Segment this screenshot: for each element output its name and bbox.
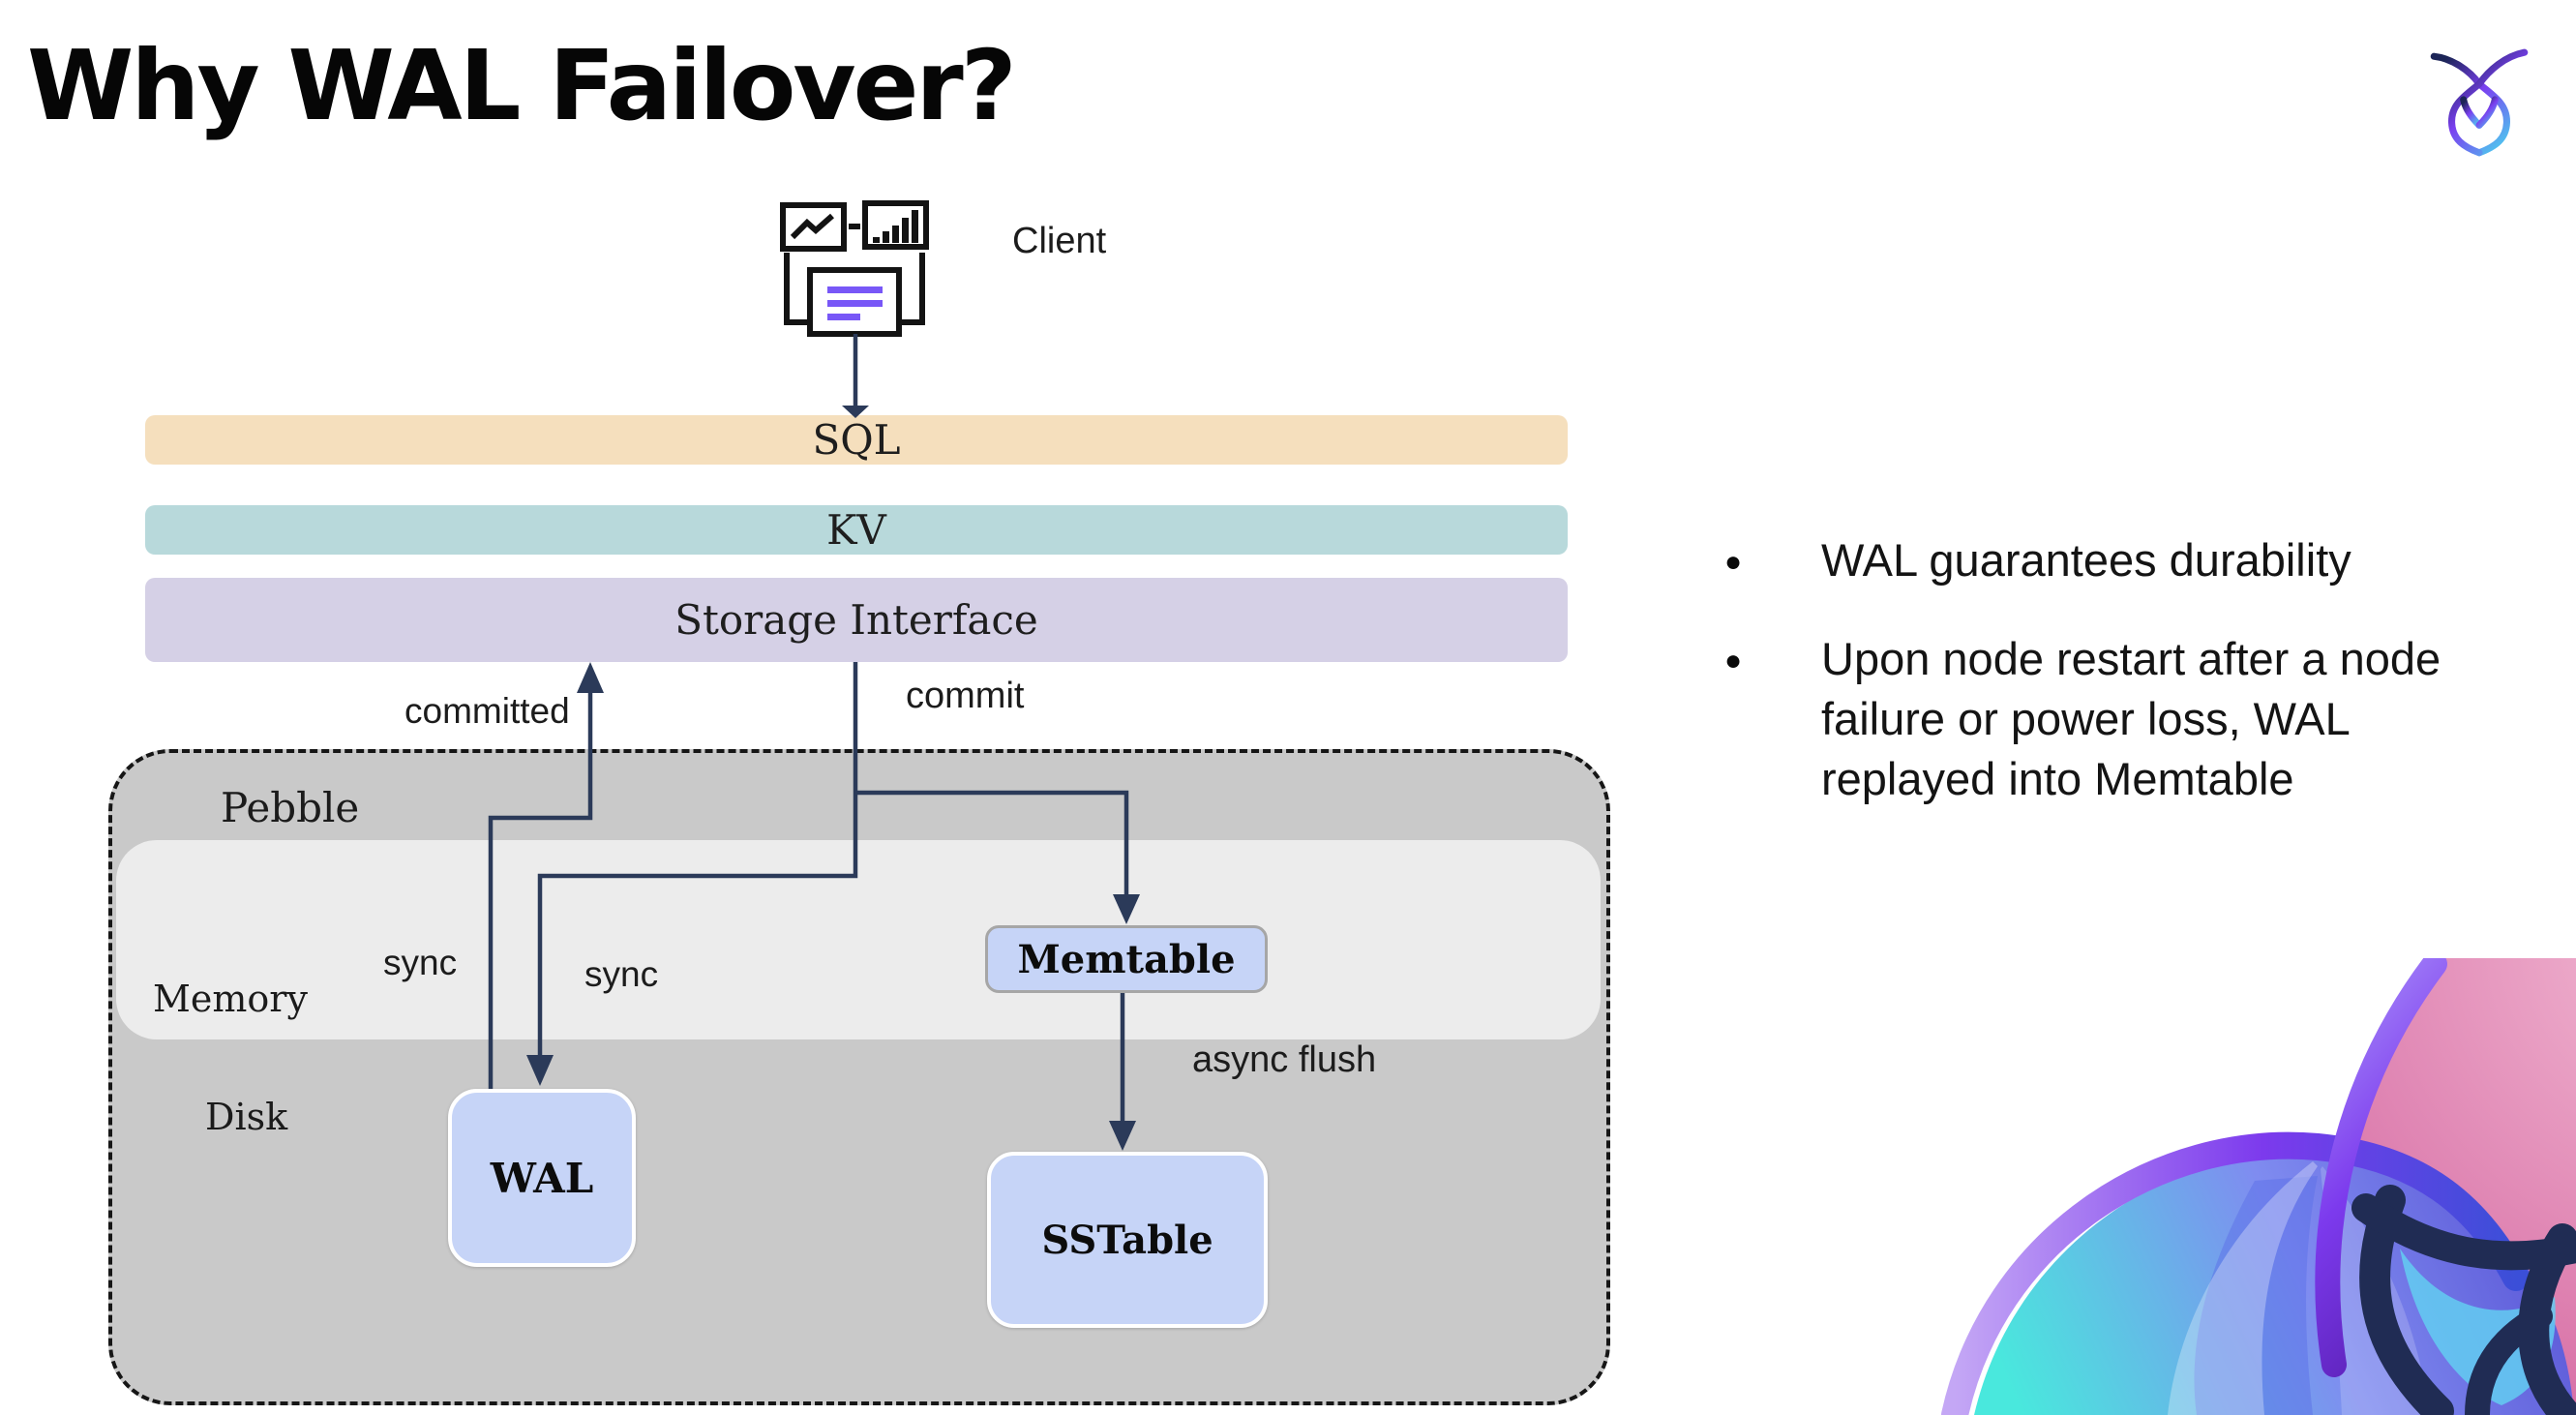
memtable-label: Memtable (1017, 936, 1236, 982)
async-flush-edge-label: async flush (1192, 1039, 1377, 1080)
bullet-dot-icon: ● (1724, 546, 1743, 578)
disk-label: Disk (205, 1096, 288, 1138)
memory-band (116, 840, 1601, 1039)
bullet-list: ● WAL guarantees durability ● Upon node … (1715, 530, 2566, 809)
sstable-label: SSTable (1041, 1217, 1213, 1263)
cockroachdb-logo-icon (2430, 48, 2529, 157)
layer-bar-storage-interface: Storage Interface (145, 578, 1568, 662)
sync-to-wal-edge-label: sync (584, 954, 659, 994)
wal-label: WAL (490, 1154, 594, 1202)
list-item: ● WAL guarantees durability (1715, 530, 2566, 590)
dash-connector (849, 224, 860, 229)
bullet-dot-icon: ● (1724, 645, 1743, 677)
layer-bar-sql: SQL (145, 415, 1568, 465)
bullet-text: Upon node restart after a node failure o… (1821, 633, 2441, 804)
memory-label: Memory (153, 978, 308, 1020)
pebble-label: Pebble (221, 784, 360, 831)
commit-edge-label: commit (906, 676, 1025, 716)
bullet-text: WAL guarantees durability (1821, 534, 2351, 586)
chart-line-icon (780, 202, 847, 252)
arrowhead-into-storage (577, 662, 604, 693)
memtable-node: Memtable (985, 925, 1268, 993)
chart-bar-icon (862, 200, 929, 250)
document-icon (784, 253, 925, 337)
layer-label-sql: SQL (812, 416, 901, 464)
client-label: Client (1012, 221, 1107, 261)
layer-label-storage-interface: Storage Interface (674, 596, 1038, 644)
committed-edge-label: committed (404, 691, 570, 731)
wal-node: WAL (448, 1089, 636, 1267)
cockroachdb-brand-art (1941, 958, 2576, 1415)
list-item: ● Upon node restart after a node failure… (1715, 629, 2566, 809)
sstable-node: SSTable (987, 1152, 1268, 1328)
layer-label-kv: KV (826, 506, 886, 554)
client-app-windows-icon (780, 200, 929, 337)
layer-bar-kv: KV (145, 505, 1568, 555)
sync-ack-edge-label: sync (383, 943, 458, 982)
page-title: Why WAL Failover? (27, 29, 1017, 142)
